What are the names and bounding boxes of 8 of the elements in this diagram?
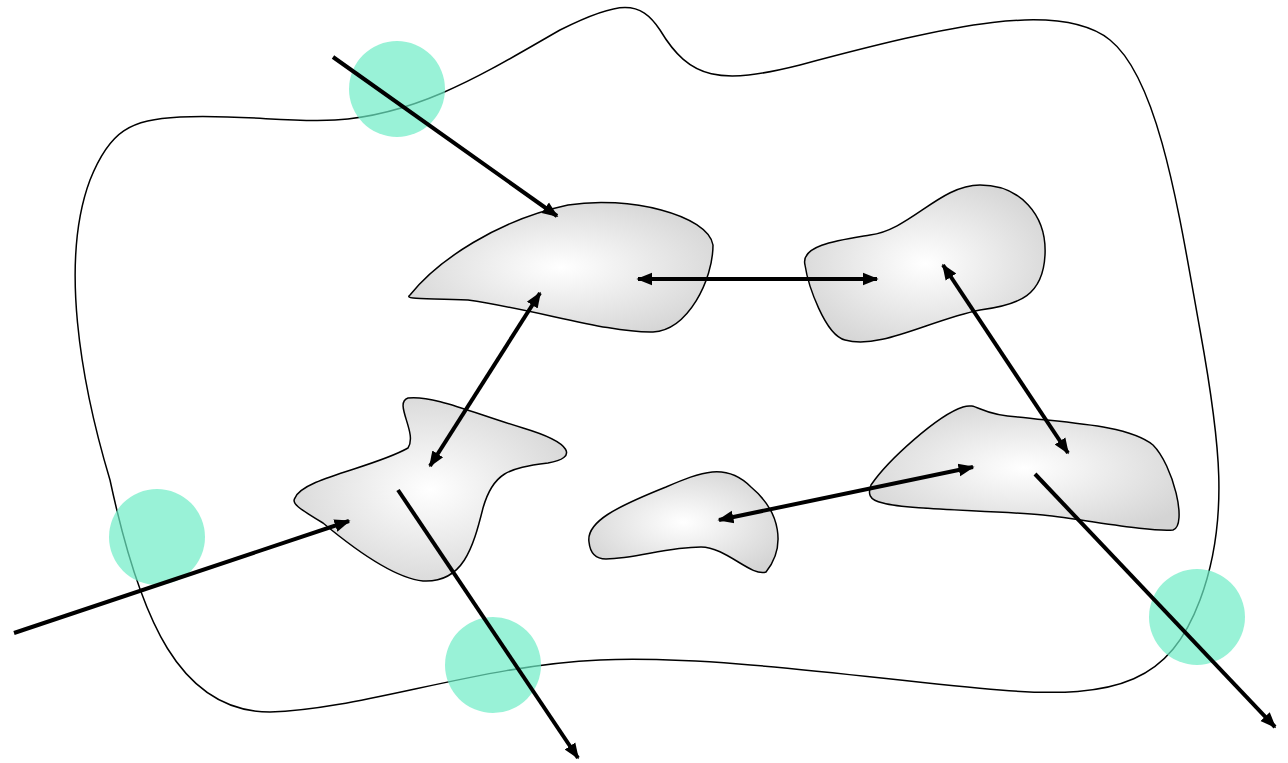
arrow xyxy=(13,519,351,635)
arrow xyxy=(396,488,580,760)
arrow xyxy=(331,55,559,218)
arrow xyxy=(636,272,879,286)
arrow xyxy=(717,463,975,524)
arrow xyxy=(1033,472,1277,729)
arrow xyxy=(941,263,1070,455)
arrow xyxy=(428,291,542,468)
